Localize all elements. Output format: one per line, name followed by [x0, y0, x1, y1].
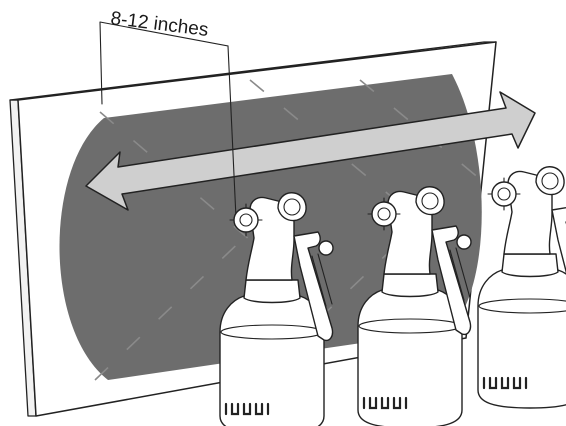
spray-gun-3 [476, 165, 566, 410]
distance-label: 8-12 inches [109, 8, 209, 41]
double-headed-arrow [85, 91, 536, 211]
